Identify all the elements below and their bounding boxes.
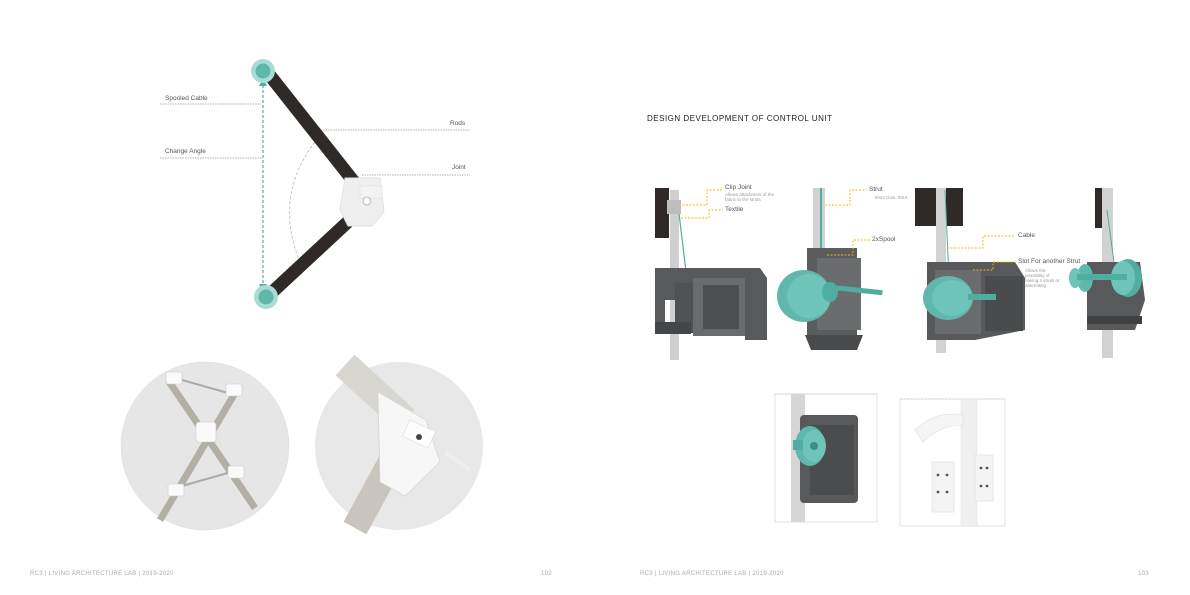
detail-box-clip [899,398,1006,527]
left-page: Spooled Cable Change Angle Rods Joint RC… [30,59,552,577]
joint-diagram [120,59,483,535]
note-clip-joint: Allows attachment of the fabric to the s… [725,192,775,202]
leader-spool [827,239,870,256]
label-textile: Textile [725,206,744,213]
left-footer-text: RC3 | LIVING ARCHITECTURE LAB | 2019-202… [30,571,174,577]
right-page-number: 103 [1138,571,1149,577]
joint-piece [339,177,385,227]
photo-joint-closeup [315,354,483,535]
lower-rod [263,213,357,301]
upper-end-cap-inner [255,63,271,79]
leader-cable [947,235,1015,249]
model-cable [915,188,1025,353]
model-spool [777,188,883,350]
leader-textile [681,209,723,219]
label-spooled-cable: Spooled Cable [165,95,208,102]
label-slot: Slot For another Strut [1018,258,1081,265]
right-footer-text: RC3 | LIVING ARCHITECTURE LAB | 2019-202… [640,571,784,577]
photo-x-configuration [120,361,290,531]
label-joint: Joint [452,164,466,171]
right-page: DESIGN DEVELOPMENT OF CONTROL UNIT Clip … [595,0,1190,595]
label-clip-joint: Clip Joint [725,184,752,191]
upper-rod [262,68,368,197]
page-title: DESIGN DEVELOPMENT OF CONTROL UNIT [647,114,833,123]
label-change-angle: Change Angle [165,148,206,155]
label-spool: 2xSpool [872,236,896,243]
note-strut: 5mm Dow. Strut [875,195,908,200]
label-rods: Rods [450,120,466,127]
left-page-number: 102 [541,571,552,577]
leader-slot [973,261,1015,271]
angle-arc [289,137,319,263]
note-slot: Allows the possibility of having 2 strut… [1025,268,1060,288]
leader-clip-joint [679,189,723,206]
label-cable: Cable [1018,232,1035,239]
model-double-strut [1069,188,1145,358]
label-strut: Strut [869,186,883,193]
detail-box-motor [774,393,878,523]
model-clip-joint [655,188,767,360]
lower-end-cap-inner [258,289,274,305]
leader-strut [825,189,867,206]
control-unit-renders [655,188,1145,527]
